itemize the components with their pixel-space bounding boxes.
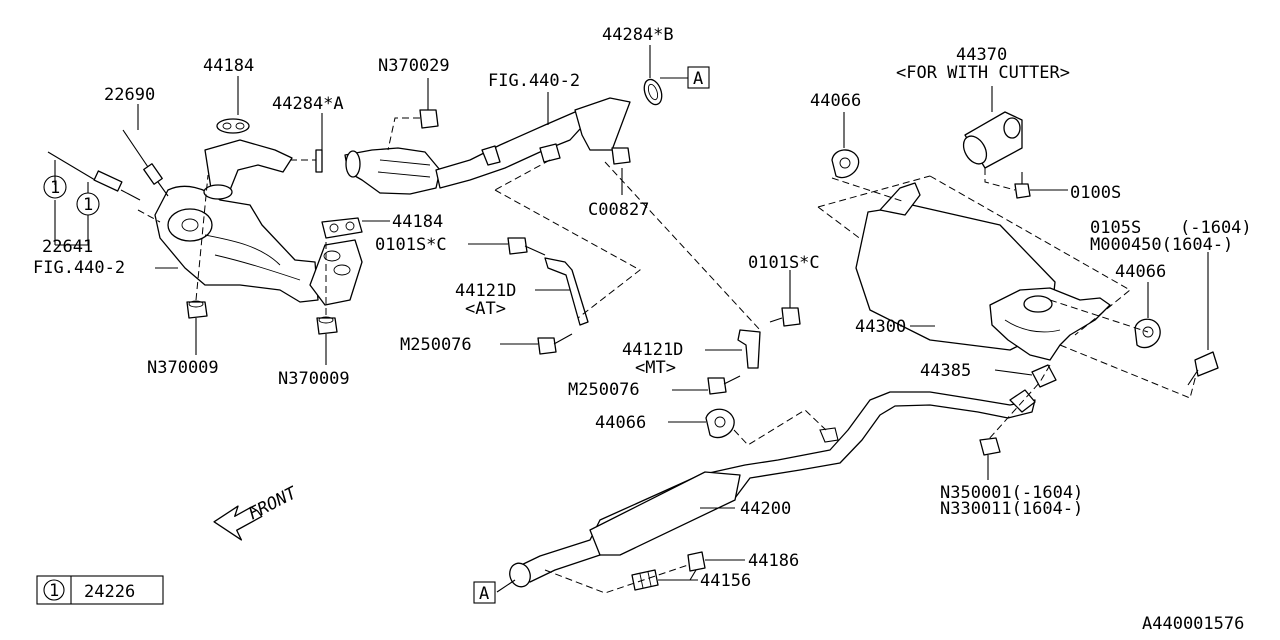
bracket-44121d-mt[interactable] — [737, 329, 761, 369]
gasket-44284a[interactable] — [315, 149, 323, 173]
label-44066-mid: 44066 — [595, 413, 646, 433]
nut-n370009-left[interactable] — [186, 300, 208, 319]
oxygen-sensor-22690[interactable] — [122, 129, 169, 197]
plug-44156[interactable] — [631, 569, 659, 591]
label-0101sc-left: 0101S*C — [375, 235, 447, 255]
bolt-0101sc-right[interactable] — [769, 307, 801, 327]
leader-lines — [54, 45, 1209, 594]
nut-n370009-right[interactable] — [316, 316, 338, 335]
label-0105s: 0105S — [1090, 218, 1141, 238]
callout-1-b-label: 1 — [83, 195, 93, 215]
callout-1-b: 1 — [76, 192, 100, 216]
legend-number: 1 — [49, 581, 59, 601]
label-mt-note: <MT> — [635, 358, 676, 378]
nut-n350001[interactable] — [979, 437, 1001, 456]
oxygen-sensor-22641[interactable] — [47, 151, 141, 201]
reference-a-bottom: A — [473, 581, 496, 604]
rubber-hanger-44066-top[interactable] — [831, 149, 860, 179]
callout-1-a-label: 1 — [50, 178, 60, 198]
center-exhaust-pipe-44200[interactable] — [506, 389, 1036, 590]
bolt-m250076-right[interactable] — [707, 375, 741, 395]
cutter-44370[interactable] — [959, 111, 1023, 169]
rubber-hanger-44066-mid[interactable] — [705, 408, 735, 439]
diagram-id: A440001576 — [1142, 614, 1244, 634]
front-label: FRONT — [245, 483, 301, 525]
label-44184-top: 44184 — [203, 56, 254, 76]
label-n370009-right: N370009 — [278, 369, 350, 389]
legend-box: 1 24226 — [36, 575, 164, 605]
bolt-0105s[interactable] — [1187, 351, 1219, 386]
label-44184-mid: 44184 — [392, 212, 443, 232]
label-for-with-cutter: <FOR WITH CUTTER> — [896, 63, 1070, 83]
label-44385: 44385 — [920, 361, 971, 381]
label-m000450: M000450(1604-) — [1090, 235, 1233, 255]
exhaust-manifold[interactable] — [154, 118, 363, 306]
gasket-44184-lower[interactable] — [321, 217, 363, 239]
label-fig440-top: FIG.440-2 — [488, 71, 580, 91]
label-22641: 22641 — [42, 237, 93, 257]
bolt-0100s[interactable] — [1014, 172, 1031, 199]
label-at-note: <AT> — [465, 299, 506, 319]
label-n350001: N350001(-1604) — [940, 483, 1083, 503]
label-44370: 44370 — [956, 45, 1007, 65]
label-44186: 44186 — [748, 551, 799, 571]
front-arrow-icon: FRONT — [213, 483, 301, 541]
bolt-0101sc-left[interactable] — [507, 237, 546, 256]
label-44121d-mt: 44121D — [622, 340, 683, 360]
rear-muffler-44300[interactable] — [855, 182, 1111, 361]
bolt-44186[interactable] — [687, 551, 706, 581]
label-0105s-range: (-1604) — [1180, 218, 1252, 238]
label-44284b: 44284*B — [602, 25, 674, 45]
label-44066-right: 44066 — [1115, 262, 1166, 282]
callout-1-a: 1 — [43, 175, 67, 199]
label-44200: 44200 — [740, 499, 791, 519]
bracket-44121d-at[interactable] — [544, 257, 589, 326]
label-44300: 44300 — [855, 317, 906, 337]
label-m250076-right: M250076 — [568, 380, 640, 400]
label-22690: 22690 — [104, 85, 155, 105]
front-exhaust-pipe[interactable] — [344, 97, 631, 195]
label-n330011: N330011(1604-) — [940, 499, 1083, 519]
nut-c00827[interactable] — [611, 147, 631, 165]
reference-a-top: A — [687, 66, 710, 89]
label-0100s: 0100S — [1070, 183, 1121, 203]
label-0101sc-right: 0101S*C — [748, 253, 820, 273]
label-44284a: 44284*A — [272, 94, 344, 114]
gasket-44284b[interactable] — [641, 77, 665, 107]
label-fig440-left: FIG.440-2 — [33, 258, 125, 278]
label-n370009-left: N370009 — [147, 358, 219, 378]
rubber-hanger-44066-right[interactable] — [1134, 318, 1161, 349]
label-c00827: C00827 — [588, 200, 649, 220]
legend-part-number: 24226 — [84, 582, 135, 602]
label-44121d-at: 44121D — [455, 281, 516, 301]
bolt-m250076-left[interactable] — [537, 333, 573, 355]
nut-n370029[interactable] — [419, 95, 439, 129]
label-44156: 44156 — [700, 571, 751, 591]
label-m250076-left: M250076 — [400, 335, 472, 355]
reference-a-top-label: A — [693, 69, 703, 89]
reference-a-bottom-label: A — [479, 584, 489, 604]
label-n370029: N370029 — [378, 56, 450, 76]
label-44066-top: 44066 — [810, 91, 861, 111]
